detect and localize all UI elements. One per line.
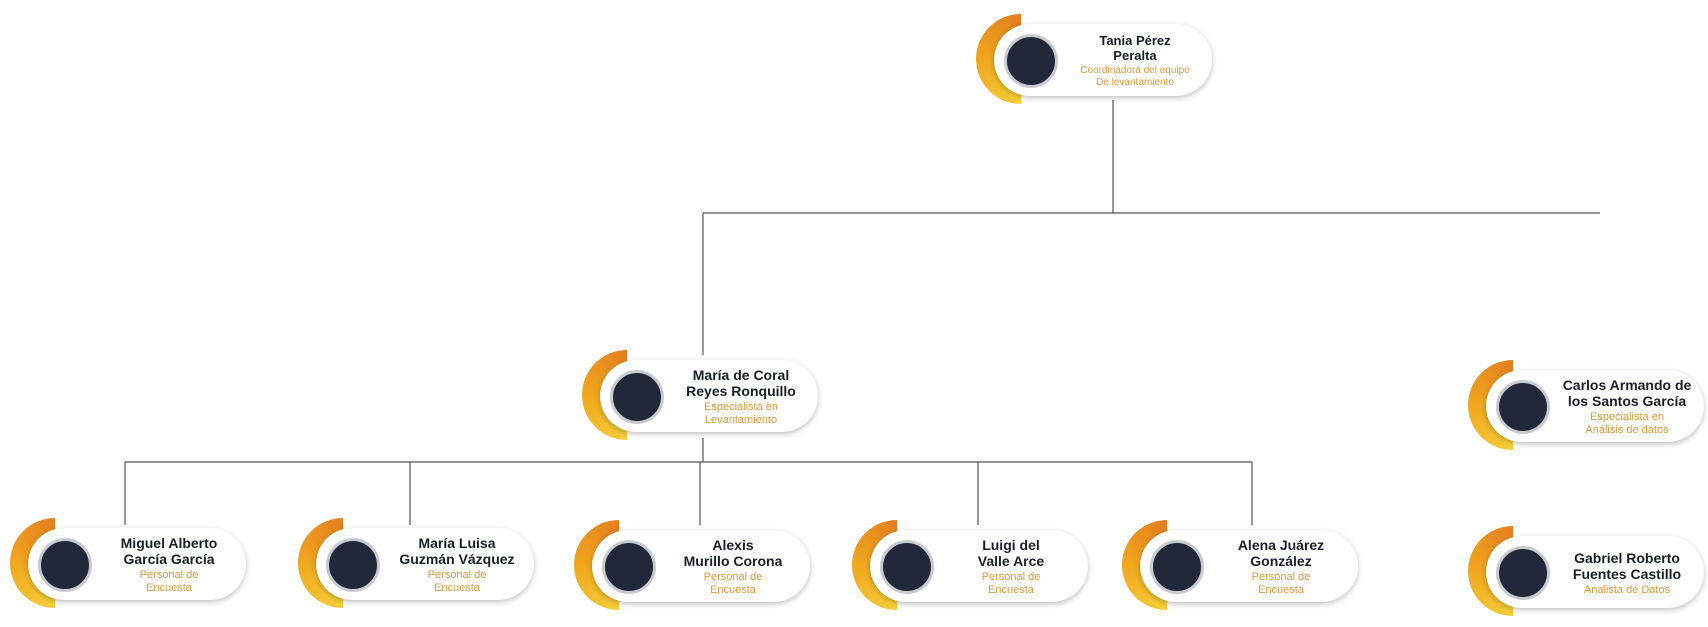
person-role: Personal de Encuesta bbox=[703, 571, 763, 596]
org-node-staff-2: María Luisa Guzmán Vázquez Personal de E… bbox=[298, 510, 538, 610]
person-role: Personal de Encuesta bbox=[139, 569, 199, 594]
person-name: Tania Pérez Peralta bbox=[1099, 33, 1171, 63]
person-role: Personal de Encuesta bbox=[427, 569, 487, 594]
person-role: Coordinadora del equipo De levantamiento bbox=[1080, 65, 1190, 88]
person-role: Especialista en Análisis de datos bbox=[1585, 411, 1669, 436]
org-node-coordinator: Tania Pérez Peralta Coordinadora del equ… bbox=[976, 6, 1216, 106]
avatar bbox=[880, 540, 934, 594]
avatar bbox=[1496, 546, 1550, 600]
person-name: María Luisa Guzmán Vázquez bbox=[399, 535, 515, 567]
org-node-staff-5: Alena Juárez González Personal de Encues… bbox=[1122, 512, 1362, 612]
avatar bbox=[1496, 380, 1550, 434]
avatar bbox=[1150, 540, 1204, 594]
person-role: Especialista en Levantamiento bbox=[704, 401, 778, 426]
person-name: Carlos Armando de los Santos García bbox=[1562, 377, 1692, 409]
org-node-analyst: Gabriel Roberto Fuentes Castillo Analist… bbox=[1468, 518, 1708, 618]
org-node-staff-4: Luigi del Valle Arce Personal de Encuest… bbox=[852, 512, 1092, 612]
person-name: Gabriel Roberto Fuentes Castillo bbox=[1572, 549, 1682, 582]
avatar bbox=[602, 540, 656, 594]
person-name: Alena Juárez González bbox=[1237, 537, 1325, 569]
person-name: Miguel Alberto García García bbox=[120, 535, 218, 567]
org-node-staff-3: Alexis Murillo Corona Personal de Encues… bbox=[574, 512, 814, 612]
person-role: Analista de Datos bbox=[1583, 583, 1671, 596]
avatar bbox=[610, 370, 664, 424]
person-role: Personal de Encuesta bbox=[981, 571, 1041, 596]
org-node-survey-specialist: María de Coral Reyes Ronquillo Especiali… bbox=[582, 342, 822, 442]
person-role: Personal de Encuesta bbox=[1251, 571, 1311, 596]
avatar bbox=[326, 538, 380, 592]
avatar bbox=[1004, 34, 1058, 88]
person-name: María de Coral Reyes Ronquillo bbox=[686, 367, 796, 399]
avatar bbox=[38, 538, 92, 592]
person-name: Alexis Murillo Corona bbox=[683, 537, 783, 569]
person-name: Luigi del Valle Arce bbox=[977, 537, 1045, 569]
org-node-data-specialist: Carlos Armando de los Santos García Espe… bbox=[1468, 352, 1708, 452]
org-node-staff-1: Miguel Alberto García García Personal de… bbox=[10, 510, 250, 610]
